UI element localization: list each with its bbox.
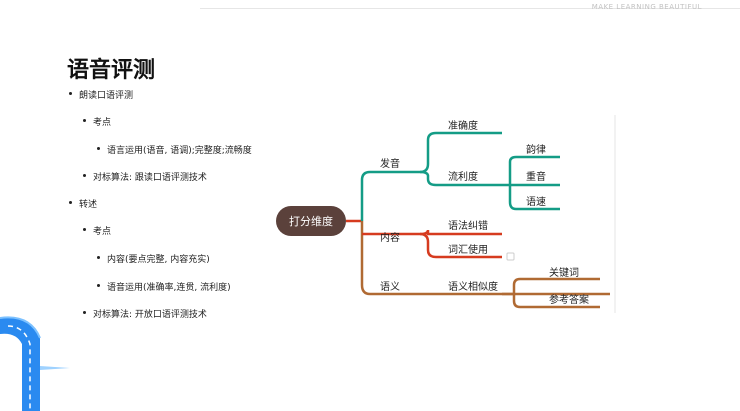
leaf-label: 关键词	[549, 266, 579, 279]
branch-label: 内容	[380, 231, 400, 244]
edge-reference	[512, 294, 600, 309]
edge-keywords	[502, 277, 600, 296]
ribbon-spark	[40, 366, 70, 370]
leaf-label: 重音	[526, 170, 546, 183]
branch-label: 语义	[380, 281, 400, 293]
bullet-item: 对标算法: 开放口语评测技术	[83, 307, 207, 320]
branch-line-semantics	[360, 221, 610, 296]
ribbon-highlight	[0, 316, 41, 339]
slide-title: 语音评测	[67, 58, 156, 83]
header-divider	[200, 8, 740, 9]
node-label: 语法纠错	[448, 219, 488, 232]
leaf-label: 韵律	[526, 143, 546, 156]
edge-vocabulary	[419, 232, 502, 259]
mindmap: 打分维度 发音 内容 语义 准确度 流利度 语法纠错 词汇使用 语义相似度 韵律…	[276, 115, 616, 313]
ribbon-shape	[0, 317, 40, 411]
node-label: 词汇使用	[448, 243, 488, 256]
bullet-item: 考点	[82, 224, 111, 237]
bullet-item: 转述	[68, 197, 97, 210]
branch-label: 发音	[380, 157, 400, 170]
node-label: 语义相似度	[448, 280, 498, 293]
node-label: 流利度	[448, 170, 478, 183]
header-tagline: MAKE LEARNING BEAUTIFUL	[591, 3, 702, 11]
bullet-item: 朗读口语评测	[68, 88, 133, 101]
collapse-handle[interactable]	[506, 252, 515, 261]
edge-prosody	[502, 155, 560, 187]
corner-decoration	[0, 316, 70, 411]
leaf-label: 语速	[526, 196, 546, 208]
bullet-item: 语言运用(语音, 语调);完整度;流畅度	[97, 143, 252, 156]
branch-line-pronunciation	[360, 170, 420, 221]
bullet-item: 对标算法: 跟读口语评测技术	[83, 170, 207, 183]
bullet-item: 考点	[82, 115, 111, 128]
root-label: 打分维度	[289, 214, 333, 228]
root-node[interactable]	[276, 206, 346, 236]
edge-rate	[508, 185, 560, 211]
edge-accuracy	[419, 131, 502, 174]
edge-fluency	[419, 170, 502, 187]
bullet-item: 语音运用(准确率,连贯, 流利度)	[97, 280, 231, 293]
bullet-item: 内容(要点完整, 内容充实)	[97, 252, 210, 265]
node-label: 准确度	[448, 119, 478, 132]
ribbon-dash	[7, 325, 31, 411]
leaf-label: 参考答案	[549, 293, 589, 306]
